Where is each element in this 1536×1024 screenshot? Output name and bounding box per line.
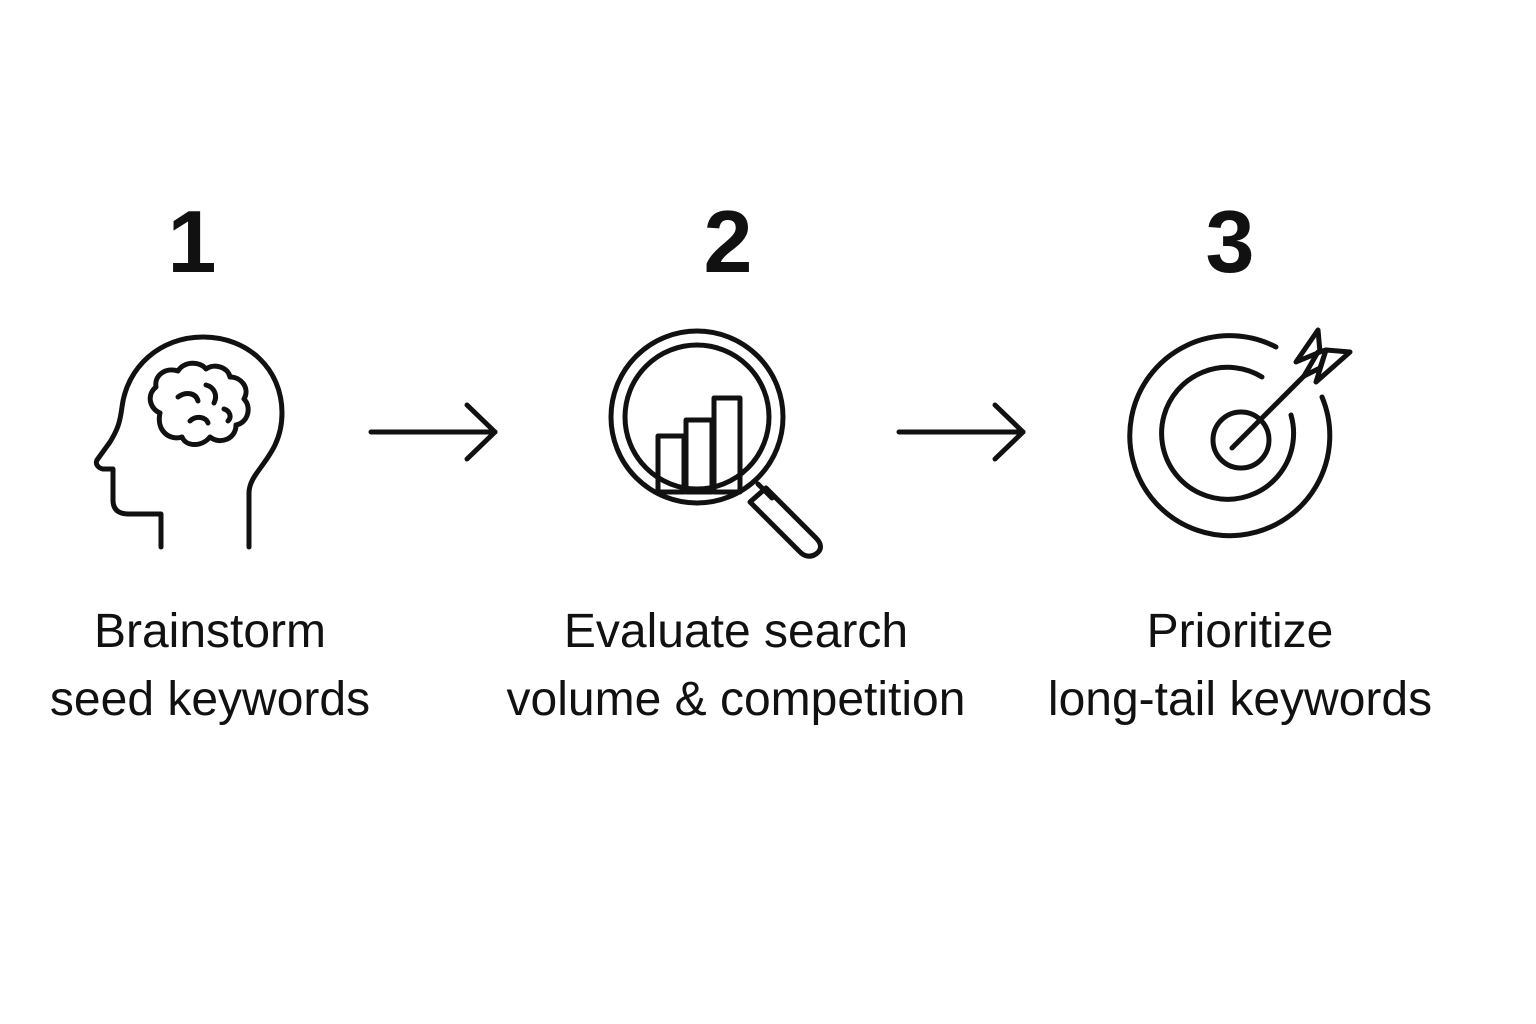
head-brain-icon: [90, 325, 290, 555]
step-3-number: 3: [1205, 192, 1255, 291]
step-2-caption-line-1: Evaluate search: [563, 605, 909, 658]
step-1-caption-line-2: seed keywords: [49, 673, 371, 726]
step-3-caption-line-2: long-tail keywords: [1047, 673, 1433, 726]
step-2-caption: Evaluate search volume & competition: [486, 598, 986, 734]
arrow-right-icon: [896, 402, 1028, 462]
step-1-caption: Brainstorm seed keywords: [0, 598, 460, 734]
step-3-caption-line-1: Prioritize: [1146, 605, 1334, 658]
step-1-number: 1: [167, 192, 217, 291]
step-3-caption: Prioritize long-tail keywords: [990, 598, 1490, 734]
step-1-caption-line-1: Brainstorm: [93, 605, 327, 658]
step-2-number: 2: [703, 192, 753, 291]
magnifier-bar-chart-icon: [608, 328, 828, 559]
arrow-right-icon: [368, 402, 500, 462]
step-2-caption-line-2: volume & competition: [506, 673, 966, 726]
target-arrow-icon: [1127, 322, 1358, 552]
